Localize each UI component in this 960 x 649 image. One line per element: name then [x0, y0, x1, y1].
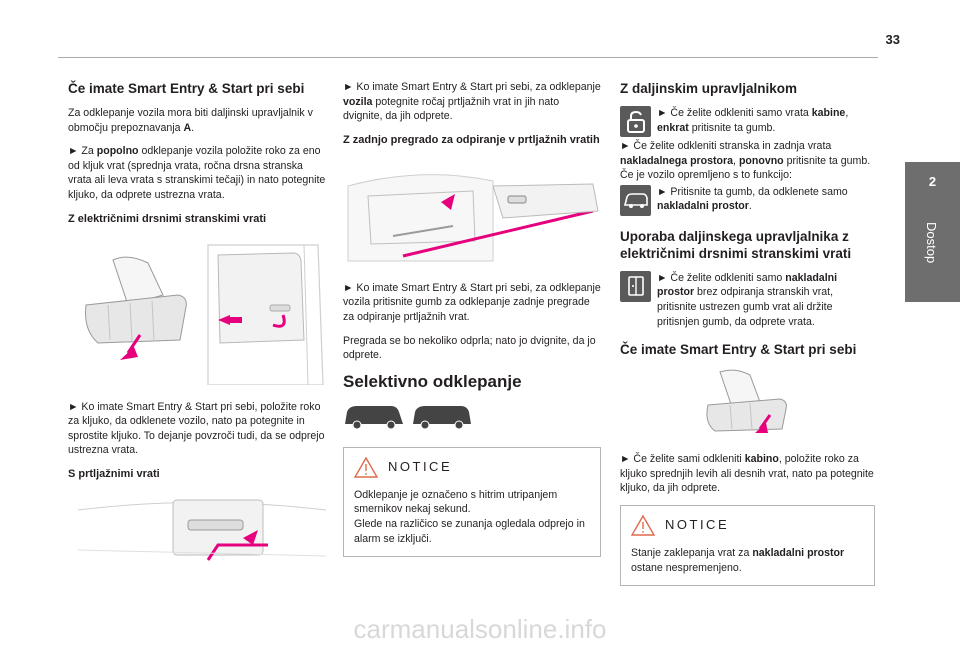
chapter-number: 2	[928, 174, 937, 189]
illustration-hand-on-handle	[68, 235, 326, 390]
van-rear-unlock-icon	[620, 184, 651, 216]
paragraph: Če je vozilo opremljeno s to funkcijo:	[620, 169, 792, 182]
heading-remote-control: Z daljinskim upravljalnikom	[620, 81, 798, 96]
paragraph: ► Če želite odkleniti stranska in zadnja…	[620, 140, 871, 167]
illustration-rear-screen-button	[343, 156, 601, 271]
column-2: ► Ko imate Smart Entry & Start pri sebi,…	[343, 80, 601, 567]
column-3: Z daljinskim upravljalnikom ► Če želite …	[620, 80, 875, 596]
paragraph: ► Ko imate Smart Entry & Start pri sebi,…	[343, 81, 601, 123]
heading-smart-entry-2: Če imate Smart Entry & Start pri sebi	[620, 342, 857, 358]
notice-text: Odklepanje je označeno s hitrim utripanj…	[354, 488, 558, 516]
paragraph: ► Če želite odkleniti samo vrata kabine,…	[657, 107, 849, 134]
paragraph: ► Ko imate Smart Entry & Start pri sebi,…	[68, 400, 325, 457]
illustration-tailgate-handle	[68, 490, 327, 580]
paragraph: ► Za popolno odklepanje vozila položite …	[68, 145, 326, 201]
instruction-row: ► Če želite odkleniti samo vrata kabine,…	[620, 106, 875, 137]
warning-icon	[354, 456, 378, 478]
instruction-row: ► Pritisnite ta gumb, da odklenete samo …	[620, 184, 875, 216]
notice-text: Stanje zaklepanja vrat za nakladalni pro…	[631, 546, 845, 574]
heading-tailgate: S prtljažnimi vrati	[68, 467, 160, 480]
unlock-padlock-icon	[620, 106, 651, 137]
notice-title: NOTICE	[388, 459, 453, 475]
page-number: 33	[885, 32, 900, 47]
notice-box: NOTICE Odklepanje je označeno s hitrim u…	[343, 446, 601, 558]
header-rule	[58, 57, 878, 58]
paragraph: ► Če želite odkleniti samo nakladalni pr…	[657, 271, 838, 328]
heading-remote-sliding-doors: Uporaba daljinskega upravljalnika z elek…	[620, 228, 852, 261]
watermark: carmanualsonline.info	[353, 614, 607, 644]
warning-icon	[631, 514, 655, 536]
chapter-title: Dostop	[924, 222, 939, 264]
heading-selective-unlocking: Selektivno odklepanje	[343, 371, 522, 391]
column-1: Če imate Smart Entry & Start pri sebi Za…	[68, 80, 327, 590]
instruction-row: ► Če želite odkleniti samo nakladalni pr…	[620, 270, 875, 329]
chapter-tab[interactable]: 2 Dostop	[905, 162, 960, 302]
notice-text: Glede na različico se zunanja ogledala o…	[354, 517, 585, 545]
sliding-door-button-icon	[620, 270, 651, 302]
heading-electric-sliding-doors: Z električnimi drsnimi stranskimi vrati	[68, 212, 267, 225]
notice-box: NOTICE Stanje zaklepanja vrat za naklada…	[620, 504, 875, 587]
paragraph: Za odklepanje vozila mora biti daljinski…	[68, 107, 313, 134]
notice-title: NOTICE	[665, 517, 730, 533]
paragraph: ► Ko imate Smart Entry & Start pri sebi,…	[343, 281, 601, 323]
heading-smart-entry: Če imate Smart Entry & Start pri sebi	[68, 81, 305, 96]
paragraph: Pregrada se bo nekoliko odprla; nato jo …	[343, 334, 596, 362]
van-icons	[343, 402, 601, 437]
illustration-hand-front-handle	[620, 367, 875, 442]
paragraph: ► Pritisnite ta gumb, da odklenete samo …	[657, 185, 848, 213]
paragraph: ► Če želite sami odkleniti kabino, polož…	[620, 453, 874, 495]
heading-rear-screen: Z zadnjo pregrado za odpiranje v prtljaž…	[343, 133, 600, 146]
